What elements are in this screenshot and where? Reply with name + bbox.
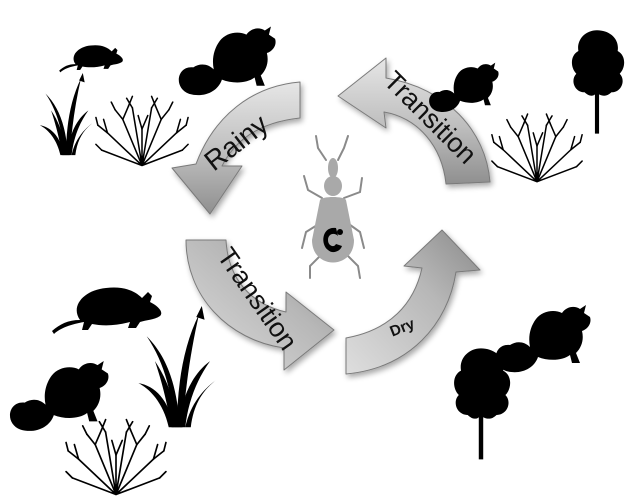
- dry-arrow: [346, 230, 480, 374]
- squirrel-silhouette-icon: [429, 63, 498, 112]
- squirrel-silhouette-icon: [10, 361, 108, 431]
- shrub-silhouette-icon: [492, 114, 582, 182]
- tree-silhouette-icon: [572, 30, 624, 133]
- shrub-silhouette-icon: [66, 420, 166, 495]
- triatomine-bug-icon: [302, 136, 364, 278]
- squirrel-silhouette-icon: [179, 26, 276, 95]
- grass-silhouette-icon: [40, 73, 92, 155]
- mouse-silhouette-icon: [59, 45, 123, 72]
- mouse-silhouette-icon: [52, 287, 161, 334]
- squirrel-silhouette-icon: [496, 305, 591, 372]
- shrub-silhouette-icon: [96, 96, 188, 165]
- tree-silhouette-icon: [454, 348, 510, 459]
- grass-silhouette-icon: [138, 306, 215, 427]
